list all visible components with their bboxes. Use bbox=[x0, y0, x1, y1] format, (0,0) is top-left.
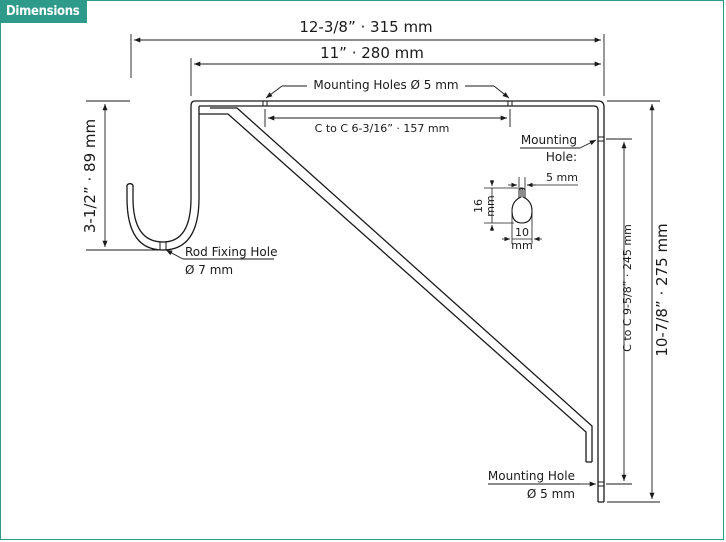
bracket-outline bbox=[126, 100, 605, 503]
arm-width-dimension bbox=[190, 58, 601, 96]
rod-fixing-hole-size: Ø 7 mm bbox=[185, 263, 233, 277]
mounting-hole-bottom-size: Ø 5 mm bbox=[527, 487, 575, 501]
mounting-holes-top-leaders bbox=[265, 85, 510, 99]
mounting-hole-right-label: Mounting bbox=[521, 133, 577, 147]
c-to-c-top-label: C to C 6-3/16” · 157 mm bbox=[315, 122, 450, 135]
rod-fixing-hole-leader bbox=[165, 249, 274, 260]
c-to-c-vertical-dimension bbox=[606, 138, 632, 485]
mounting-hole-bottom-label: Mounting Hole bbox=[488, 469, 575, 483]
mounting-hole-right-label-2: Hole: bbox=[546, 150, 577, 164]
overall-width-dimension bbox=[130, 34, 605, 96]
overall-height-label: 10-7/8” · 275 mm bbox=[653, 223, 671, 356]
keyhole-outer-value: 10 bbox=[515, 226, 529, 239]
keyhole-outer-unit: mm bbox=[511, 239, 532, 252]
section-title-tab: Dimensions bbox=[1, 1, 88, 23]
overall-width-label: 12-3/8” · 315 mm bbox=[299, 18, 432, 36]
overall-height-dimension bbox=[607, 100, 660, 503]
mounting-holes-top-label: Mounting Holes Ø 5 mm bbox=[313, 78, 458, 92]
keyhole-height-unit: mm bbox=[484, 195, 497, 216]
hook-height-dimension bbox=[86, 100, 158, 251]
bracket-hole-marks bbox=[159, 101, 604, 487]
c-to-c-top-dimension bbox=[264, 109, 511, 127]
mounting-hole-right-leader bbox=[520, 139, 597, 149]
rod-fixing-hole-label: Rod Fixing Hole bbox=[185, 245, 278, 259]
keyhole-height-value: 16 bbox=[472, 199, 485, 213]
arm-width-label: 11” · 280 mm bbox=[320, 44, 424, 62]
c-to-c-vertical-label: C to C 9-5/8” · 245 mm bbox=[621, 224, 634, 352]
keyhole-detail bbox=[511, 187, 533, 224]
hook-height-label: 3-1/2” · 89 mm bbox=[81, 119, 99, 233]
keyhole-width-label: 5 mm bbox=[546, 171, 578, 184]
keyhole-dimensions bbox=[484, 177, 578, 244]
